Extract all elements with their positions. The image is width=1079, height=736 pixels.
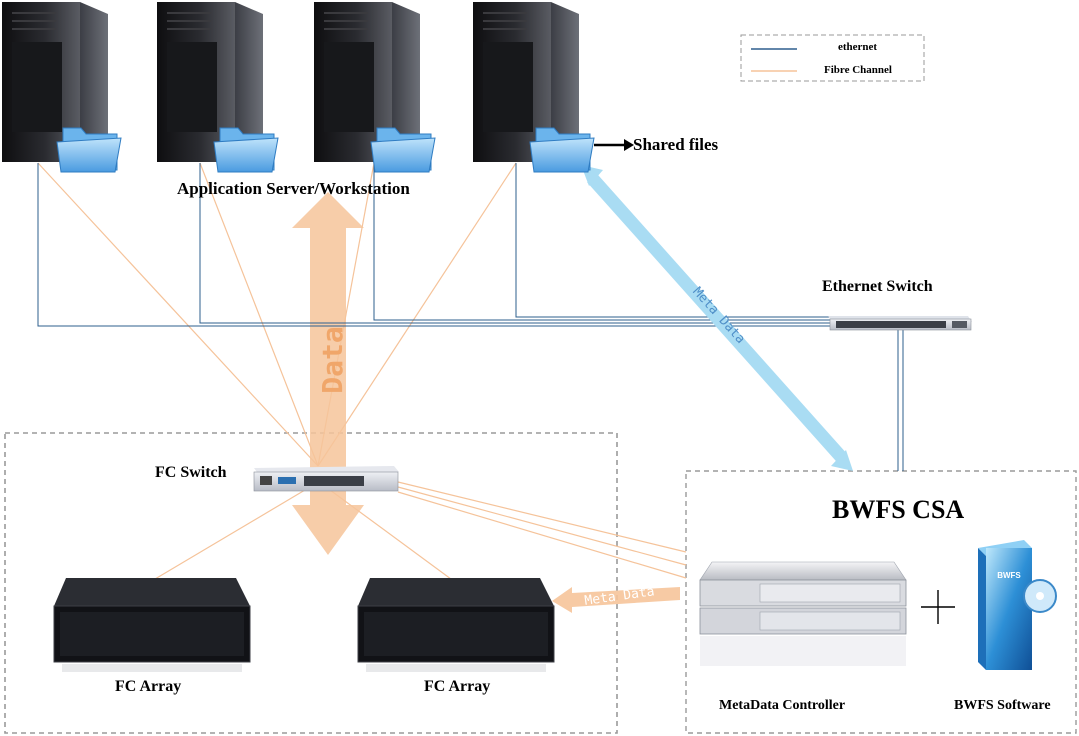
plus-icon <box>921 590 955 624</box>
metadata-controller-device <box>699 561 907 666</box>
fc-link-controller-1 <box>397 481 687 553</box>
eth-link-server-4 <box>515 163 830 318</box>
fc-link-server-1 <box>37 162 319 467</box>
fc-array-device-2 <box>357 578 555 672</box>
server-1 <box>2 2 108 162</box>
bwfs-software-box <box>978 540 1057 670</box>
ethernet-switch-label: Ethernet Switch <box>822 278 933 295</box>
eth-link-server-1 <box>37 163 830 327</box>
shared-files-label: Shared files <box>633 135 719 154</box>
meta-data-horizontal-arrow <box>552 587 680 613</box>
folder-icon <box>56 127 122 173</box>
bwfs-box-brand: BWFS <box>997 571 1021 580</box>
folder-icon <box>370 127 436 173</box>
server-2 <box>157 2 263 162</box>
bwfs-csa-title: BWFS CSA <box>832 495 965 524</box>
eth-link-server-3 <box>373 163 830 321</box>
fc-link-array-1 <box>149 489 306 583</box>
eth-link-server-2 <box>199 163 830 324</box>
fc-array-device-1 <box>53 578 251 672</box>
fc-switch-device <box>253 466 399 492</box>
bwfs-software-label: BWFS Software <box>954 698 1051 713</box>
legend-fibre-label: Fibre Channel <box>824 64 892 76</box>
legend-border <box>740 34 925 82</box>
ethernet-switch-device <box>828 316 972 331</box>
app-servers-label: Application Server/Workstation <box>177 179 410 198</box>
bwfs-csa-group-border <box>685 470 1077 734</box>
shared-files-arrow <box>594 139 634 151</box>
data-arrow-label: Data <box>316 326 349 393</box>
fc-link-server-4 <box>317 162 517 467</box>
legend <box>740 34 925 82</box>
legend-ethernet-label: ethernet <box>838 41 878 53</box>
fc-array-2-label: FC Array <box>424 678 491 695</box>
fc-switch-label: FC Switch <box>155 464 227 481</box>
folder-icon <box>213 127 279 173</box>
ethernet-links <box>37 163 904 471</box>
meta-data-diagonal-label: Meta Data <box>689 284 747 346</box>
fc-link-controller-2 <box>397 486 687 566</box>
fc-array-1-label: FC Array <box>115 678 182 695</box>
meta-data-horizontal-label: Meta Data <box>584 584 656 609</box>
fibre-channel-links <box>37 162 687 583</box>
folder-icon <box>529 127 595 173</box>
fc-link-controller-3 <box>397 491 687 579</box>
fc-link-server-2 <box>199 162 319 467</box>
metadata-controller-label: MetaData Controller <box>719 698 846 713</box>
data-arrow <box>292 192 364 555</box>
